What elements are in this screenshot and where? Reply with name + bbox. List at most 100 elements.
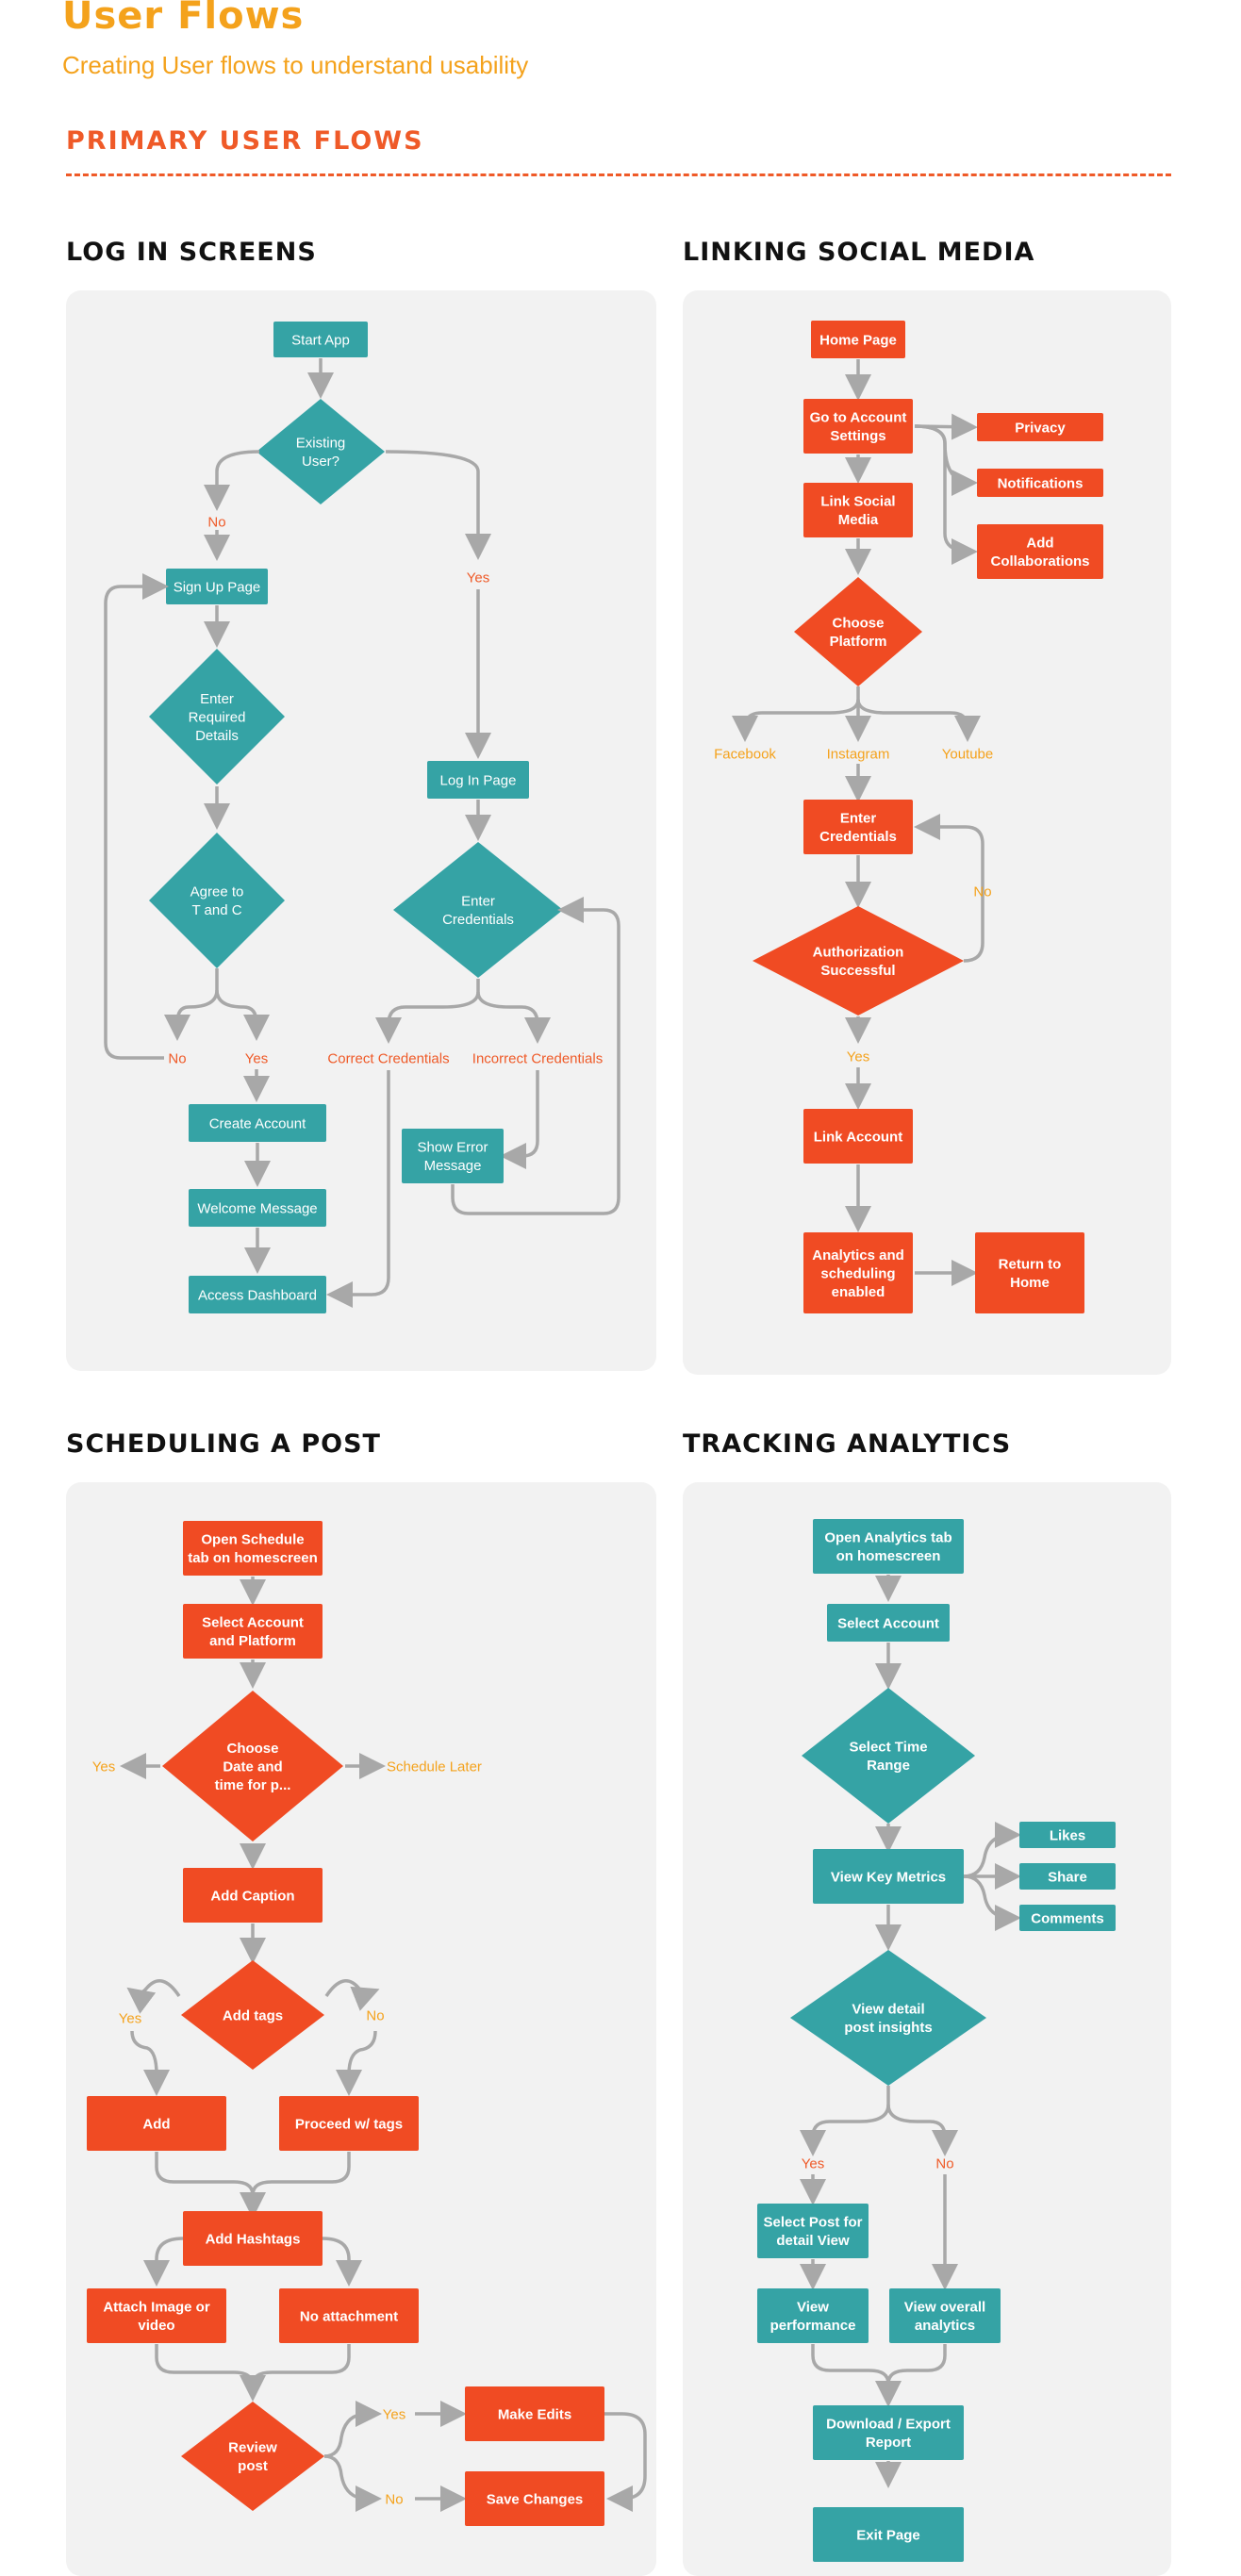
no-attachment-node [279, 2288, 419, 2343]
likes-node-label: Likes [1050, 1827, 1085, 1843]
select-account-node-label: Select Account [837, 1615, 939, 1631]
flow-line [155, 2152, 255, 2196]
flow-line [811, 2344, 890, 2385]
social-panel-title: LINKING SOCIAL MEDIA [683, 238, 1035, 267]
choose-date-decision [162, 1691, 343, 1841]
insights-no-label: No [935, 2155, 953, 2171]
tags-yes-label: Yes [119, 2010, 141, 2026]
exit-page-node-label: Exit Page [856, 2527, 920, 2543]
flow-arrow [130, 2030, 170, 2096]
flow-arrow [385, 450, 491, 560]
open-schedule-node [183, 1521, 323, 1576]
attach-image-node [87, 2288, 226, 2343]
tags-no-label: No [366, 2007, 384, 2023]
add-caption-node [183, 1868, 323, 1923]
flow-arrow [963, 1822, 1021, 1878]
date-yes-label: Yes [92, 1759, 115, 1775]
existing-user-decision [256, 399, 385, 504]
flow-arrow [143, 2237, 184, 2287]
flow-arrow [164, 989, 219, 1041]
section-heading: PRIMARY USER FLOWS [66, 126, 424, 156]
schedule-later-label: Schedule Later [387, 1759, 482, 1775]
agree-no-label: No [168, 1050, 186, 1066]
flow-arrow [451, 897, 620, 1215]
flow-arrow [215, 989, 270, 1041]
add-node-label: Add [142, 2116, 170, 2132]
flow-arrow [886, 2104, 958, 2156]
flow-arrow [326, 1070, 390, 1308]
flow-arrow [476, 991, 551, 1044]
add-hashtags-node [183, 2211, 323, 2266]
privacy-node-label: Privacy [1015, 420, 1066, 436]
youtube-label: Youtube [942, 746, 994, 762]
enter-credentials-decision [393, 842, 563, 978]
page-subtitle: Creating User flows to understand usabil… [62, 51, 529, 79]
flow-arrow [323, 2401, 382, 2458]
flow-arrow [604, 2412, 647, 2512]
view-overall-analytics-node [889, 2288, 1001, 2343]
page-title: User Flows [62, 0, 305, 38]
notifications-node-label: Notifications [998, 475, 1084, 491]
flow-line [886, 2344, 947, 2385]
review-no-label: No [385, 2491, 403, 2507]
flow-line [155, 2344, 255, 2386]
welcome-message-node [189, 1189, 326, 1227]
flow-arrow [856, 699, 981, 742]
analytics-enabled-node [803, 1232, 913, 1313]
create-account-node-label: Create Account [209, 1115, 306, 1131]
view-performance-node [757, 2288, 869, 2343]
authorization-yes-label: Yes [847, 1049, 869, 1065]
save-changes-node-label: Save Changes [487, 2491, 584, 2507]
make-edits-node [465, 2386, 604, 2441]
login-panel-title: LOG IN SCREENS [66, 238, 317, 267]
select-time-range-decision [802, 1688, 975, 1824]
flow-arrow [336, 2030, 377, 2096]
exit-page-node [813, 2507, 964, 2562]
agree-yes-label: Yes [245, 1050, 268, 1066]
sign-up-page-node [166, 569, 268, 604]
choose-platform-decision [794, 577, 922, 686]
start-app-node-label: Start App [291, 332, 350, 348]
add-hashtags-node-label: Add Hashtags [206, 2231, 301, 2247]
social-enter-credentials-node [803, 800, 913, 854]
link-social-media-node [803, 483, 913, 537]
add-tags-decision [181, 1960, 324, 2070]
add-node [87, 2096, 226, 2151]
flow-arrow [375, 991, 480, 1044]
flow-arrow [104, 573, 169, 1060]
home-page-node [811, 321, 905, 358]
likes-node [1019, 1822, 1116, 1848]
link-account-node [803, 1109, 913, 1164]
flow-arrow [322, 2237, 362, 2287]
show-error-message-node [402, 1129, 504, 1183]
notifications-node [977, 469, 1103, 497]
share-node [1019, 1863, 1116, 1890]
access-dashboard-node [189, 1276, 326, 1313]
select-account-node [827, 1604, 950, 1642]
welcome-message-node-label: Welcome Message [197, 1200, 317, 1216]
analytics-panel-title: TRACKING ANALYTICS [683, 1429, 1012, 1459]
review-post-decision [181, 2402, 324, 2511]
privacy-node [977, 413, 1103, 441]
add-caption-node-label: Add Caption [210, 1888, 294, 1904]
flow-arrow [126, 1979, 181, 2014]
add-tags-decision-label: Add tags [223, 2007, 283, 2023]
comments-node [1019, 1905, 1116, 1931]
